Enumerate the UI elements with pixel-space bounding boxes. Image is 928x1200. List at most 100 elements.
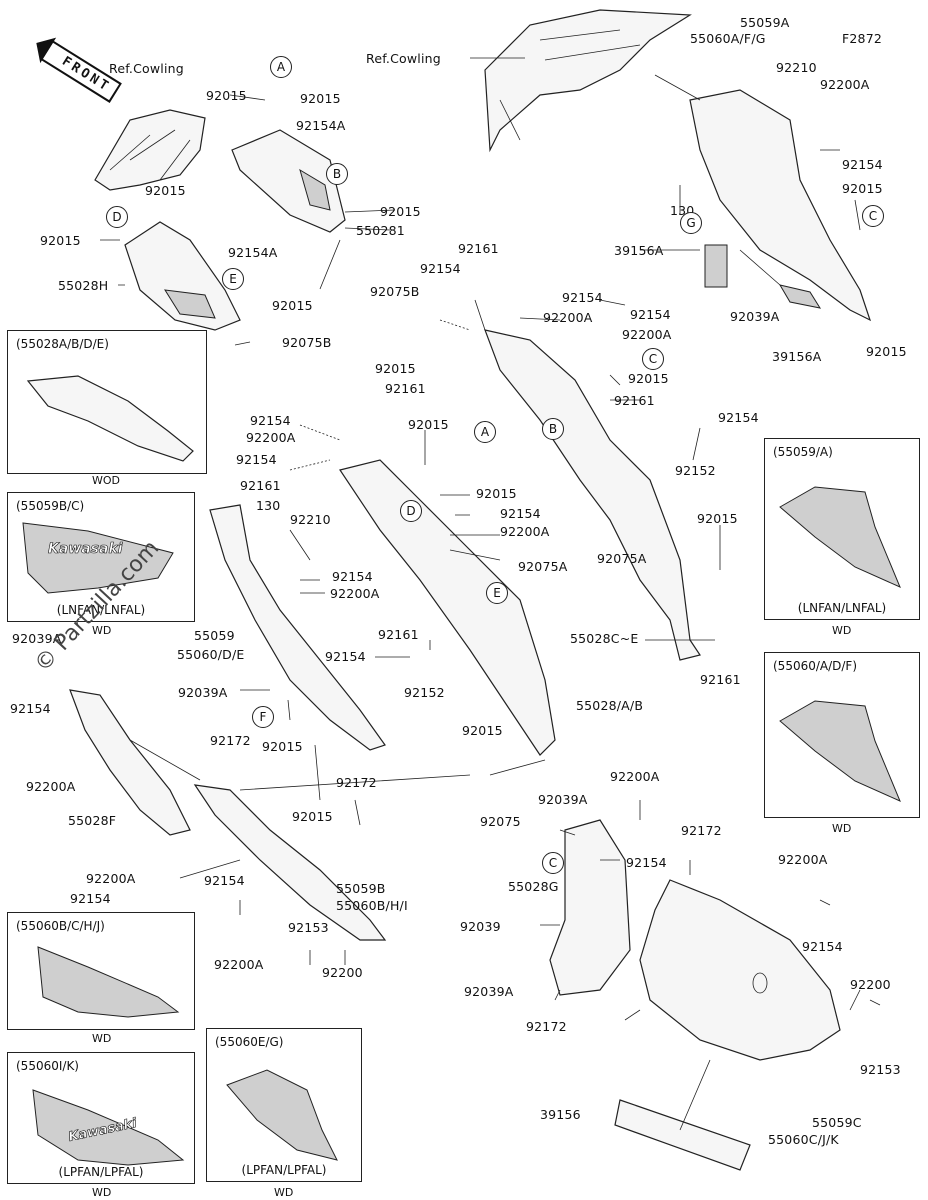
label-92161-l2: 92161 <box>240 478 281 493</box>
label-55028F: 55028F <box>68 813 117 828</box>
inset-box-55059BC: (55059B/C) Kawasaki (LNFAN/LNFAL) <box>7 492 195 622</box>
part-55028F <box>69 689 191 836</box>
callout-f-1: F <box>252 706 274 728</box>
label-55059B: 55059B <box>336 881 386 896</box>
label-92039A-ll: 92039A <box>12 631 62 646</box>
label-92075: 92075 <box>480 814 521 829</box>
part-55059C <box>639 879 841 1061</box>
callout-b-2: B <box>542 418 564 440</box>
label-92015-d: 92015 <box>380 204 421 219</box>
ref-cowling-top <box>484 9 692 153</box>
label-92154-l1: 92154 <box>250 413 291 428</box>
label-92153-2: 92153 <box>860 1062 901 1077</box>
label-55028AB: 55028/A/B <box>576 698 644 713</box>
brand-kawasaki-decal: Kawasaki <box>48 541 123 558</box>
label-92015-c: 92015 <box>145 183 186 198</box>
callout-e-2: E <box>486 582 508 604</box>
inset-wd-55059BC: WD <box>92 624 112 637</box>
label-92154A-2: 92154A <box>228 245 278 260</box>
label-92154-r1: 92154 <box>842 157 883 172</box>
inset-title: (55059/A) <box>773 445 833 459</box>
label-92200-r: 92200 <box>850 977 891 992</box>
label-92015-l1: 92015 <box>408 417 449 432</box>
part-55028AB <box>339 459 556 756</box>
inset-box-55060BCHJ: (55060B/C/H/J) <box>7 912 195 1030</box>
callout-c-1: C <box>862 205 884 227</box>
label-92154-b1: 92154 <box>70 891 111 906</box>
label-92075B-1: 92075B <box>370 284 420 299</box>
label-ref-cowling-left: Ref.Cowling <box>109 61 184 76</box>
callout-a-1: A <box>270 56 292 78</box>
label-92075A-1: 92075A <box>597 551 647 566</box>
label-92154-r3: 92154 <box>626 855 667 870</box>
label-55059C: 55059C <box>812 1115 862 1130</box>
inset-wd-55059A: WD <box>832 624 852 637</box>
label-55060AFG: 55060A/F/G <box>690 31 766 46</box>
label-55059: 55059 <box>194 628 235 643</box>
label-550281: 550281 <box>356 223 405 238</box>
cowling-bracket-left <box>94 109 206 191</box>
callout-c-2: C <box>642 348 664 370</box>
inset-wd-55060EG: WD <box>274 1186 294 1199</box>
label-39156A-2: 39156A <box>772 349 822 364</box>
label-92200A-m1: 92200A <box>543 310 593 325</box>
label-92200A-b1: 92200A <box>86 871 136 886</box>
part-55028G <box>549 819 631 996</box>
inset-part-drawing <box>26 375 194 462</box>
callout-g-1: G <box>680 212 702 234</box>
inset-part-drawing <box>32 1089 185 1166</box>
part-55059 <box>209 504 386 751</box>
label-92015-m1: 92015 <box>375 361 416 376</box>
label-92015-a: 92015 <box>206 88 247 103</box>
label-92161-m4: 92161 <box>700 672 741 687</box>
label-92153-1: 92153 <box>288 920 329 935</box>
label-92200: 92200 <box>322 965 363 980</box>
inset-part-drawing <box>779 486 901 588</box>
callout-b-1: B <box>326 163 348 185</box>
label-92039A-r2: 92039A <box>464 984 514 999</box>
label-92015-l7: 92015 <box>292 809 333 824</box>
label-92015-l8: 92015 <box>462 723 503 738</box>
label-39156: 39156 <box>540 1107 581 1122</box>
label-92154-m3: 92154 <box>630 307 671 322</box>
label-92039A-r: 92039A <box>538 792 588 807</box>
part-55028C-E <box>484 329 701 661</box>
label-92154-l2: 92154 <box>236 452 277 467</box>
inset-footer: (LNFAN/LNFAL) <box>56 603 146 617</box>
label-92172-r: 92172 <box>681 823 722 838</box>
label-92015-l2: 92015 <box>476 486 517 501</box>
inset-footer: (LNFAN/LNFAL) <box>797 601 887 615</box>
label-92210-l: 92210 <box>290 512 331 527</box>
label-92154-r4: 92154 <box>802 939 843 954</box>
label-55028G: 55028G <box>508 879 559 894</box>
label-92200A-l2: 92200A <box>500 524 550 539</box>
label-92039: 92039 <box>460 919 501 934</box>
label-92172-r2: 92172 <box>526 1019 567 1034</box>
inset-title: (55060E/G) <box>215 1035 284 1049</box>
label-92172-2: 92172 <box>336 775 377 790</box>
inset-part-drawing <box>779 700 901 802</box>
inset-part-drawing <box>37 946 180 1018</box>
label-92015-b: 92015 <box>300 91 341 106</box>
label-92210-top: 92210 <box>776 60 817 75</box>
inset-footer: (LPFAN/LPFAL) <box>241 1163 327 1177</box>
label-92200A-b2: 92200A <box>214 957 264 972</box>
inset-box-55028ABDE: (55028A/B/D/E) <box>7 330 207 474</box>
label-39156A-1 <box>704 244 728 288</box>
label-92154A-1: 92154A <box>296 118 346 133</box>
callout-a-2: A <box>474 421 496 443</box>
label-ref-cowling-top: Ref.Cowling <box>366 51 441 66</box>
inset-part-drawing <box>22 522 174 594</box>
label-55028H: 55028H <box>58 278 109 293</box>
label-92161-1: 92161 <box>458 241 499 256</box>
label-92154-m2: 92154 <box>562 290 603 305</box>
inset-box-55060ADF: (55060/A/D/F) <box>764 652 920 818</box>
inset-wd-55060ADF: WD <box>832 822 852 835</box>
part-55059B <box>193 784 387 941</box>
label-92015-r2: 92015 <box>866 344 907 359</box>
callout-e-1: E <box>222 268 244 290</box>
label-92172-1: 92172 <box>210 733 251 748</box>
part-55059A <box>689 89 872 322</box>
